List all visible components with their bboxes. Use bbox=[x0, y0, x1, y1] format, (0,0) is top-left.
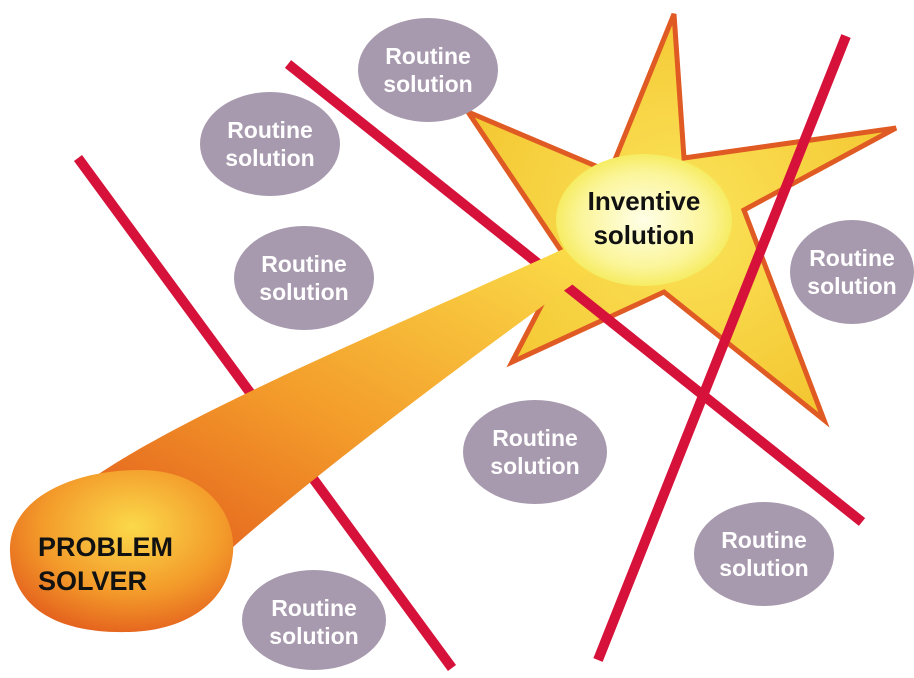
routine-solution-node: Routine solution bbox=[694, 502, 834, 606]
routine-solution-label: solution bbox=[807, 273, 896, 299]
routine-solution-node: Routine solution bbox=[463, 400, 607, 504]
problem-solver-node bbox=[9, 470, 234, 633]
routine-solution-node: Routine solution bbox=[234, 226, 374, 330]
routine-solution-label: solution bbox=[719, 555, 808, 581]
routine-solution-node: Routine solution bbox=[790, 220, 914, 324]
routine-solution-label: solution bbox=[259, 279, 348, 305]
routine-solution-node: Routine solution bbox=[242, 570, 386, 670]
routine-solution-label: solution bbox=[225, 145, 314, 171]
barrier-line bbox=[593, 34, 851, 662]
problem-solver-label: PROBLEM bbox=[38, 532, 173, 562]
routine-solution-label: Routine bbox=[261, 251, 347, 277]
problem-solver-beam bbox=[40, 236, 604, 548]
routine-solution-label: Routine bbox=[721, 527, 807, 553]
routine-solution-label: solution bbox=[269, 623, 358, 649]
routine-solution-label: Routine bbox=[492, 425, 578, 451]
routine-solution-label: Routine bbox=[227, 117, 313, 143]
routine-solution-label: Routine bbox=[271, 595, 357, 621]
routine-solution-node: Routine solution bbox=[200, 92, 340, 196]
routine-solution-label: Routine bbox=[385, 43, 471, 69]
inventive-solution-node: Inventive solution bbox=[556, 154, 732, 286]
inventive-solution-label: Inventive bbox=[588, 186, 701, 216]
problem-solver-label: SOLVER bbox=[38, 566, 147, 596]
routine-solution-node: Routine solution bbox=[358, 18, 498, 122]
inventive-solution-label: solution bbox=[593, 220, 694, 250]
barrier-line bbox=[284, 60, 866, 526]
routine-solution-label: solution bbox=[490, 453, 579, 479]
routine-solution-label: Routine bbox=[809, 245, 895, 271]
routine-solution-label: solution bbox=[383, 71, 472, 97]
